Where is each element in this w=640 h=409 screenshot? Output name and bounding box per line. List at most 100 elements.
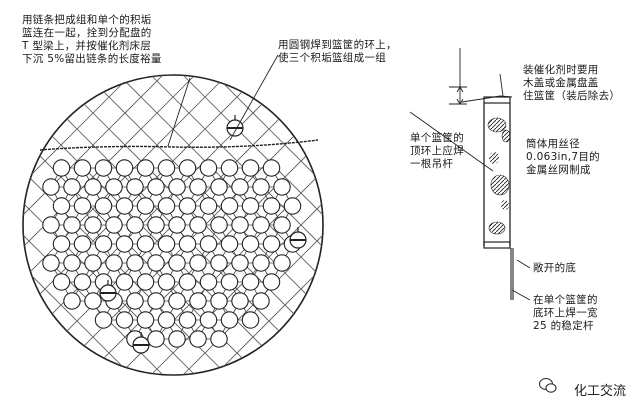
basket (178, 159, 197, 177)
basket (241, 311, 260, 329)
basket (199, 235, 218, 253)
leader-lines (167, 54, 531, 301)
basket (157, 159, 176, 177)
basket (273, 254, 291, 272)
label-chain-note: 用链条把成组和单个的积垢 篮连在一起，拴到分配盘的 T 型梁上，并按催化剂床层 … (22, 14, 162, 65)
basket (210, 254, 228, 272)
label-cover-note: 装催化剂时要用 木盖或金属盘盖 住篮筐（装后除去） (523, 64, 621, 102)
basket (136, 235, 155, 253)
basket (63, 254, 81, 272)
basket (94, 159, 113, 177)
basket (136, 159, 155, 177)
lattice-line (23, 75, 118, 375)
lattice-line (100, 75, 323, 375)
lattice-line (23, 75, 182, 375)
basket (231, 254, 249, 272)
lattice-line (23, 75, 214, 375)
basket (84, 254, 102, 272)
basket (189, 330, 207, 348)
basket (220, 273, 239, 291)
basket (94, 311, 113, 329)
basket (262, 197, 281, 215)
basket (126, 254, 144, 272)
label-lift-rod-note: 单个篮筐的 顶环上应焊 一根吊杆 (410, 132, 464, 170)
basket (84, 292, 102, 310)
lattice-line (132, 75, 323, 375)
basket (178, 273, 197, 291)
basket (84, 216, 102, 234)
basket (210, 292, 228, 310)
basket (115, 159, 134, 177)
lattice-line (23, 75, 182, 375)
basket (220, 197, 239, 215)
basket (241, 159, 260, 177)
basket (52, 273, 71, 291)
basket (52, 159, 71, 177)
basket (241, 273, 260, 291)
basket (168, 292, 186, 310)
lattice-line (164, 75, 323, 375)
basket (262, 273, 281, 291)
basket (126, 292, 144, 310)
lift-basket-marker (226, 115, 244, 137)
single-basket-drawing (449, 48, 514, 300)
basket (126, 178, 144, 196)
basket (168, 330, 186, 348)
basket (63, 292, 81, 310)
basket (42, 254, 60, 272)
basket (210, 216, 228, 234)
basket (73, 273, 92, 291)
basket (105, 254, 123, 272)
basket (168, 178, 186, 196)
basket (147, 178, 165, 196)
basket (147, 216, 165, 234)
basket (283, 197, 302, 215)
lattice-line (23, 75, 54, 375)
basket (105, 178, 123, 196)
basket (252, 178, 270, 196)
lift-basket-markers (99, 115, 307, 354)
wechat-icon (538, 377, 557, 393)
lattice-line (23, 75, 246, 375)
basket (252, 292, 270, 310)
basket (94, 235, 113, 253)
basket (199, 273, 218, 291)
basket-grid (42, 159, 302, 348)
basket (115, 235, 134, 253)
basket (168, 254, 186, 272)
lift-basket-marker (289, 227, 307, 249)
basket (178, 235, 197, 253)
lattice-line (23, 75, 54, 375)
basket (42, 216, 60, 234)
basket (210, 178, 228, 196)
basket (210, 330, 228, 348)
lattice-line (23, 75, 323, 375)
bed-outline (22, 74, 324, 376)
basket (73, 235, 92, 253)
basket (94, 197, 113, 215)
lattice-line (68, 75, 323, 375)
basket (147, 292, 165, 310)
basket (63, 216, 81, 234)
basket (231, 216, 249, 234)
lattice-line (0, 25, 21, 409)
basket (157, 235, 176, 253)
basket (273, 178, 291, 196)
lattice-line (68, 75, 323, 375)
basket (189, 254, 207, 272)
basket (241, 235, 260, 253)
chain-line (39, 139, 319, 151)
label-open-bottom: 敞开的底 (533, 262, 577, 274)
basket (252, 216, 270, 234)
basket (220, 159, 239, 177)
lattice-line (0, 25, 21, 409)
basket (199, 159, 218, 177)
basket (241, 197, 260, 215)
basket (84, 178, 102, 196)
lift-basket-marker (132, 332, 150, 354)
lattice-line (132, 75, 323, 375)
lattice-line (23, 75, 118, 375)
basket (220, 235, 239, 253)
basket (262, 159, 281, 177)
